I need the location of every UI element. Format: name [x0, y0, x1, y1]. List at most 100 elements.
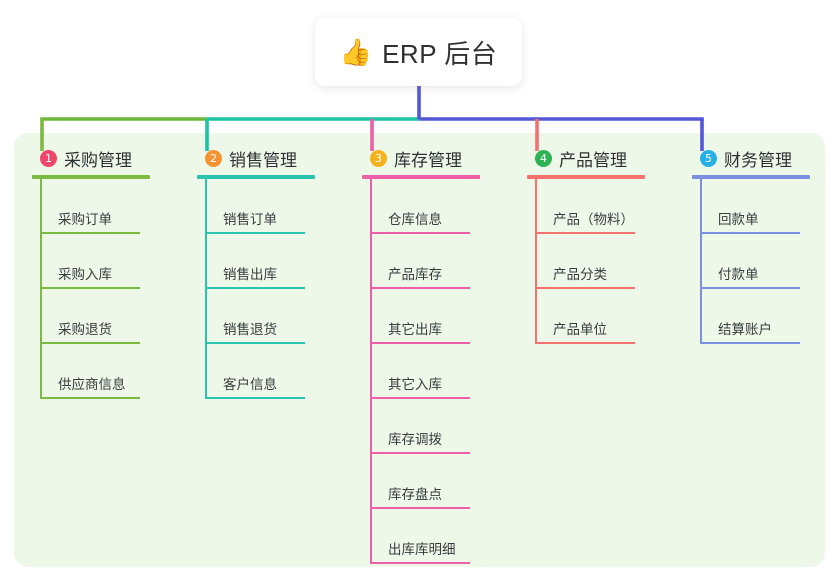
leaf-node-label: 采购订单 — [58, 212, 112, 227]
leaf-node[interactable]: 产品分类 — [535, 234, 687, 289]
leaf-node-label: 结算账户 — [718, 322, 772, 337]
branch-header-rule — [197, 175, 315, 179]
leaf-node-label: 付款单 — [718, 267, 759, 282]
branch-column-5: 5 财务管理回款单付款单结算账户 — [692, 146, 839, 344]
root-node[interactable]: 👍 ERP 后台 — [315, 18, 522, 86]
branch-header-rule — [362, 175, 480, 179]
leaf-node-label: 库存盘点 — [388, 487, 442, 502]
leaf-node-rule — [535, 232, 635, 234]
leaf-node-rule — [205, 342, 305, 344]
branch-header-rule — [527, 175, 645, 179]
branch-leaf-list: 产品（物料） 产品分类产品单位 — [535, 179, 687, 344]
thumbs-up-icon: 👍 — [339, 37, 373, 67]
leaf-node-rule — [370, 287, 470, 289]
leaf-node[interactable]: 客户信息 — [205, 344, 357, 399]
branch-leaf-list: 销售订单销售出库销售退货客户信息 — [205, 179, 357, 399]
leaf-node[interactable]: 其它出库 — [370, 289, 522, 344]
branch-leaf-list: 回款单付款单结算账户 — [700, 179, 839, 344]
leaf-node-rule — [370, 562, 470, 564]
leaf-node-rule — [205, 397, 305, 399]
leaf-node-rule — [535, 287, 635, 289]
leaf-node[interactable]: 采购退货 — [40, 289, 192, 344]
leaf-node-label: 产品分类 — [553, 267, 607, 282]
leaf-node[interactable]: 采购入库 — [40, 234, 192, 289]
branch-spine — [700, 179, 702, 344]
leaf-node-rule — [370, 232, 470, 234]
branch-header-5[interactable]: 5 财务管理 — [692, 146, 839, 170]
leaf-node-label: 其它出库 — [388, 322, 442, 337]
leaf-node-rule — [370, 397, 470, 399]
leaf-node[interactable]: 销售订单 — [205, 179, 357, 234]
leaf-node[interactable]: 库存调拨 — [370, 399, 522, 454]
leaf-node-rule — [205, 232, 305, 234]
branch-leaf-list: 采购订单采购入库采购退货供应商信息 — [40, 179, 192, 399]
leaf-node-rule — [370, 342, 470, 344]
leaf-node-rule — [40, 232, 140, 234]
branch-header-rule — [692, 175, 810, 179]
branch-title: 采购管理 — [64, 150, 132, 170]
leaf-node-label: 客户信息 — [223, 377, 277, 392]
branch-title: 产品管理 — [559, 150, 627, 170]
leaf-node-label: 采购退货 — [58, 322, 112, 337]
leaf-node[interactable]: 销售出库 — [205, 234, 357, 289]
leaf-node-label: 采购入库 — [58, 267, 112, 282]
leaf-node-label: 产品库存 — [388, 267, 442, 282]
leaf-node-label: 销售订单 — [223, 212, 277, 227]
leaf-node[interactable]: 出库库明细 — [370, 509, 522, 564]
branch-header-1[interactable]: 1 采购管理 — [32, 146, 192, 170]
branch-column-2: 2 销售管理销售订单销售出库销售退货客户信息 — [197, 146, 357, 399]
leaf-node-label: 出库库明细 — [388, 542, 456, 557]
leaf-node-label: 库存调拨 — [388, 432, 442, 447]
leaf-node-rule — [535, 342, 635, 344]
leaf-node[interactable]: 产品（物料） — [535, 179, 687, 234]
branch-spine — [40, 179, 42, 399]
leaf-node[interactable]: 产品单位 — [535, 289, 687, 344]
leaf-node-rule — [40, 397, 140, 399]
leaf-node[interactable]: 回款单 — [700, 179, 839, 234]
branch-header-3[interactable]: 3 库存管理 — [362, 146, 522, 170]
leaf-node[interactable]: 采购订单 — [40, 179, 192, 234]
leaf-node-label: 销售出库 — [223, 267, 277, 282]
leaf-node[interactable]: 销售退货 — [205, 289, 357, 344]
branch-header-4[interactable]: 4 产品管理 — [527, 146, 687, 170]
branch-index-badge: 4 — [535, 149, 552, 167]
leaf-node-label: 回款单 — [718, 212, 759, 227]
leaf-node[interactable]: 库存盘点 — [370, 454, 522, 509]
leaf-node[interactable]: 供应商信息 — [40, 344, 192, 399]
branch-index-badge: 1 — [40, 149, 57, 167]
branch-spine — [205, 179, 207, 399]
branch-column-4: 4 产品管理产品（物料） 产品分类产品单位 — [527, 146, 687, 344]
branch-index-badge: 2 — [205, 149, 222, 167]
leaf-node-label: 销售退货 — [223, 322, 277, 337]
branch-column-1: 1 采购管理采购订单采购入库采购退货供应商信息 — [32, 146, 192, 399]
leaf-node-label: 产品（物料） — [553, 212, 634, 227]
branch-index-badge: 5 — [700, 149, 717, 167]
leaf-node-rule — [700, 232, 800, 234]
leaf-node-label: 其它入库 — [388, 377, 442, 392]
leaf-node[interactable]: 产品库存 — [370, 234, 522, 289]
leaf-node[interactable]: 其它入库 — [370, 344, 522, 399]
branch-leaf-list: 仓库信息产品库存其它出库其它入库库存调拨库存盘点出库库明细 — [370, 179, 522, 564]
leaf-node[interactable]: 仓库信息 — [370, 179, 522, 234]
branch-index-badge: 3 — [370, 149, 387, 167]
leaf-node-rule — [370, 452, 470, 454]
leaf-node-rule — [40, 342, 140, 344]
root-node-title: ERP 后台 — [382, 38, 498, 69]
branch-spine — [535, 179, 537, 344]
leaf-node-rule — [700, 342, 800, 344]
leaf-node-rule — [205, 287, 305, 289]
leaf-node-rule — [40, 287, 140, 289]
branch-title: 库存管理 — [394, 150, 462, 170]
branch-header-rule — [32, 175, 150, 179]
branch-header-2[interactable]: 2 销售管理 — [197, 146, 357, 170]
branch-spine — [370, 179, 372, 564]
leaf-node[interactable]: 付款单 — [700, 234, 839, 289]
branch-title: 销售管理 — [229, 150, 297, 170]
leaf-node-rule — [370, 507, 470, 509]
branch-title: 财务管理 — [724, 150, 792, 170]
leaf-node-rule — [700, 287, 800, 289]
leaf-node-label: 供应商信息 — [58, 377, 126, 392]
leaf-node[interactable]: 结算账户 — [700, 289, 839, 344]
